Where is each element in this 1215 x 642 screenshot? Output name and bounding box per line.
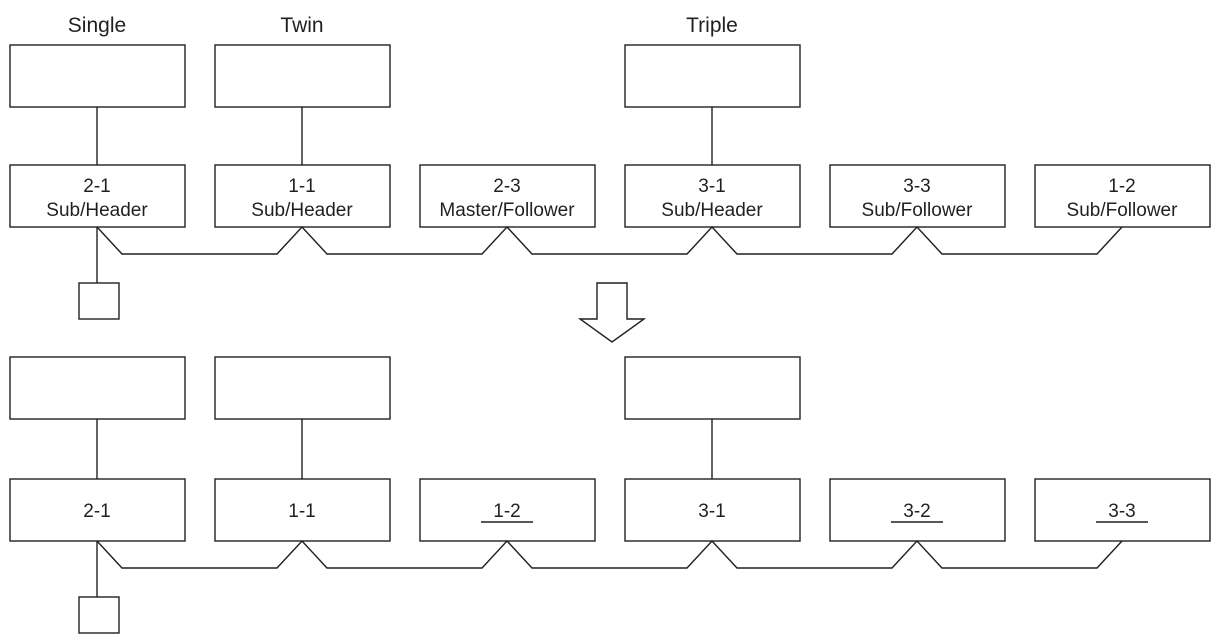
unit-role: Sub/Header	[251, 200, 353, 221]
unit-address: 3-3	[903, 176, 930, 197]
outdoor-unit-single-before	[9, 44, 186, 108]
outdoor-unit-triple-after	[624, 356, 801, 420]
indoor-unit-1-1-before	[214, 164, 391, 228]
unit-address: 1-1	[288, 501, 315, 522]
indoor-unit-2-3-before	[419, 164, 596, 228]
unit-address: 2-1	[83, 501, 110, 522]
unit-address: 2-3	[493, 176, 520, 197]
unit-role: Master/Follower	[439, 200, 575, 221]
label-triple: Triple	[686, 14, 738, 37]
unit-role: Sub/Follower	[862, 200, 974, 221]
unit-address: 1-2	[1108, 176, 1135, 197]
unit-address-changed: 1-2	[493, 501, 520, 522]
unit-address: 3-1	[698, 176, 725, 197]
indoor-unit-1-1-after	[214, 478, 391, 542]
indoor-unit-2-1-before	[9, 164, 186, 228]
unit-role: Sub/Follower	[1067, 200, 1179, 221]
outdoor-unit-twin-after	[214, 356, 391, 420]
after-section: 2-1 1-1 1-2 3-1 3-2 3-3	[9, 356, 1211, 634]
unit-role: Sub/Header	[46, 200, 148, 221]
indoor-unit-3-2-after	[829, 478, 1006, 542]
control-wiring	[96, 225, 1123, 255]
control-wiring	[96, 539, 1123, 569]
indoor-unit-3-3-after	[1034, 478, 1211, 542]
down-arrow-icon	[577, 282, 647, 343]
remote-controller-before	[78, 282, 120, 320]
label-single: Single	[68, 14, 126, 37]
outdoor-unit-triple-before	[624, 44, 801, 108]
outdoor-unit-twin-before	[214, 44, 391, 108]
remote-controller-after	[78, 596, 120, 634]
outdoor-unit-single-after	[9, 356, 186, 420]
unit-address-changed: 3-2	[903, 501, 930, 522]
unit-address: 2-1	[83, 176, 110, 197]
before-section: 2-1 Sub/Header 1-1 Sub/Header 2-3 Master…	[9, 44, 1211, 320]
unit-role: Sub/Header	[661, 200, 763, 221]
indoor-unit-2-1-after	[9, 478, 186, 542]
unit-address: 1-1	[288, 176, 315, 197]
unit-address: 3-1	[698, 501, 725, 522]
unit-address-changed: 3-3	[1108, 501, 1135, 522]
indoor-unit-3-1-after	[624, 478, 801, 542]
indoor-unit-1-2-before	[1034, 164, 1211, 228]
label-twin: Twin	[280, 14, 323, 37]
